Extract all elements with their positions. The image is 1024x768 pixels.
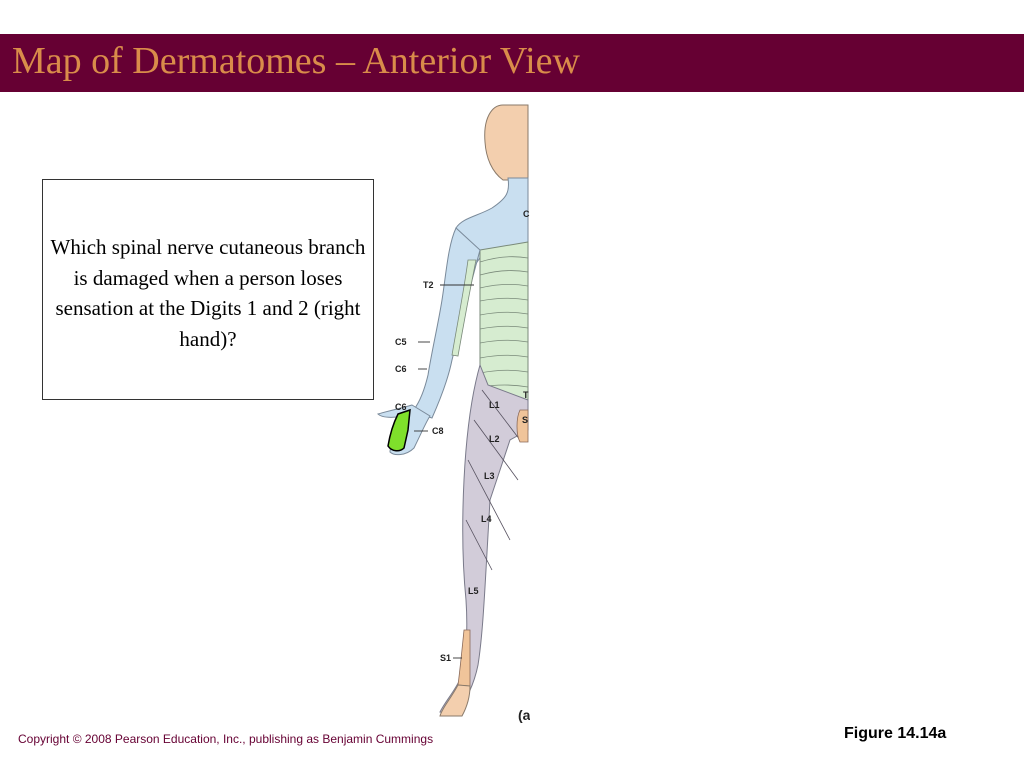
label-l1: L1 (489, 400, 500, 410)
dermatome-figure: T2 C5 C6 C6 C8 L1 L2 L3 L4 L5 S1 C T S (… (370, 100, 530, 730)
label-l2: L2 (489, 434, 500, 444)
label-right-s: S (522, 415, 528, 425)
lumbar-bands (465, 389, 521, 571)
label-l4: L4 (481, 514, 492, 524)
question-box: Which spinal nerve cutaneous branch is d… (42, 179, 374, 400)
label-c6a: C6 (395, 364, 407, 374)
label-l3: L3 (484, 471, 495, 481)
label-t2: T2 (423, 280, 434, 290)
label-l5: L5 (468, 586, 479, 596)
label-panel: (a (518, 707, 530, 723)
title-bar: Map of Dermatomes – Anterior View (0, 34, 1024, 92)
question-text: Which spinal nerve cutaneous branch is d… (50, 235, 366, 351)
slide-title: Map of Dermatomes – Anterior View (12, 40, 580, 82)
right-foot (439, 684, 471, 717)
figure-label: Figure 14.14a (844, 725, 947, 742)
label-right-t: T (523, 390, 529, 400)
label-s1: S1 (440, 653, 451, 663)
copyright-notice: Copyright © 2008 Pearson Education, Inc.… (18, 732, 434, 746)
dermatome-svg: T2 C5 C6 C6 C8 L1 L2 L3 L4 L5 S1 C T S (… (377, 104, 530, 723)
label-right-c: C (523, 209, 530, 219)
sacral-region (516, 409, 529, 443)
thoracic-bands (479, 256, 529, 388)
label-c6b: C6 (395, 402, 407, 412)
head (484, 104, 529, 181)
leader-lines (414, 284, 474, 659)
label-c5: C5 (395, 337, 407, 347)
arm-t2-strip (451, 259, 477, 357)
highlighted-digits (387, 408, 411, 452)
right-arm (411, 227, 481, 419)
right-leg (439, 363, 529, 716)
label-c8: C8 (432, 426, 444, 436)
